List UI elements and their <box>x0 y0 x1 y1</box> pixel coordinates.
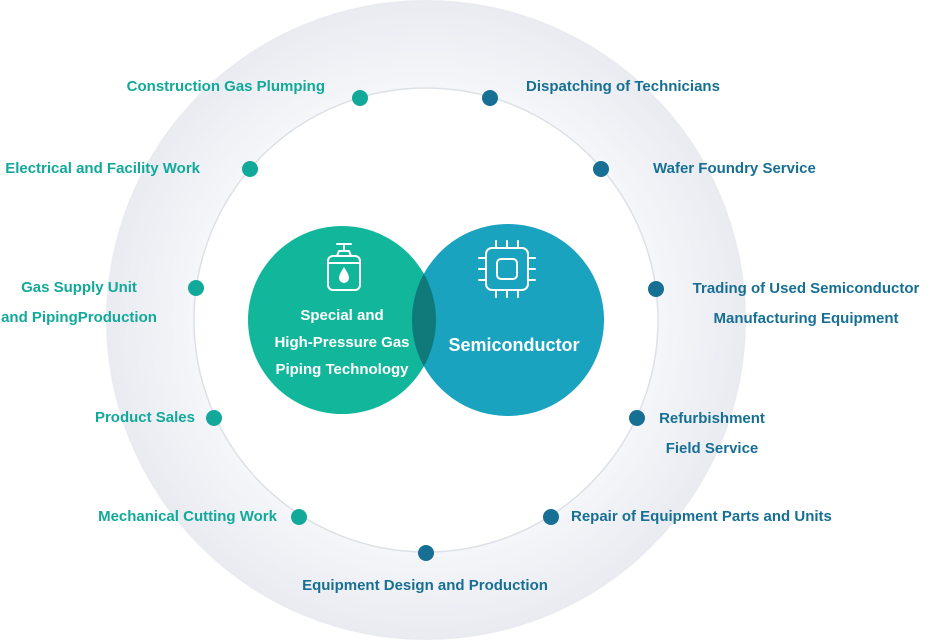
dot-dispatching <box>482 90 498 106</box>
dot-gas-supply <box>188 280 204 296</box>
label-construction-gas: Construction Gas Plumping <box>126 78 325 95</box>
dot-equipment-design <box>418 545 434 561</box>
label-product-sales: Product Sales <box>94 409 195 426</box>
label-trading-used-line-2: Manufacturing Equipment <box>713 310 899 327</box>
semiconductor-circle <box>412 224 604 416</box>
dot-refurbishment <box>629 410 645 426</box>
label-refurbishment-line-2: Field Service <box>665 440 759 457</box>
gas-piping-line-1: Special and <box>300 307 384 324</box>
chip-icon <box>478 240 536 298</box>
dot-product-sales <box>206 410 222 426</box>
label-trading-used: Trading of Used Semiconductor Manufactur… <box>684 274 928 334</box>
semiconductor-label: Semiconductor <box>448 335 580 355</box>
gas-cylinder-icon <box>327 243 361 291</box>
label-electrical: Electrical and Facility Work <box>5 160 200 177</box>
label-dispatching: Dispatching of Technicians <box>526 78 720 95</box>
dot-mechanical-cutting <box>291 509 307 525</box>
label-trading-used-line-1: Trading of Used Semiconductor <box>692 280 920 297</box>
label-refurbishment-line-1: Refurbishment <box>659 410 765 427</box>
label-equipment-design: Equipment Design and Production <box>302 577 548 594</box>
label-gas-supply-line-2: and PipingProduction <box>1 309 157 326</box>
gas-piping-line-3: Piping Technology <box>275 361 409 378</box>
dot-construction-gas <box>352 90 368 106</box>
gas-piping-circle <box>248 226 436 414</box>
gas-piping-label: Special and High-Pressure Gas Piping Tec… <box>252 302 432 383</box>
dot-trading-used <box>648 281 664 297</box>
dot-wafer-foundry <box>593 161 609 177</box>
label-refurbishment: Refurbishment Field Service <box>656 404 768 464</box>
label-mechanical-cutting: Mechanical Cutting Work <box>98 508 277 525</box>
gas-piping-line-2: High-Pressure Gas <box>274 334 410 351</box>
label-wafer-foundry: Wafer Foundry Service <box>653 160 816 177</box>
label-gas-supply-line-1: Gas Supply Unit <box>21 279 137 296</box>
dot-repair <box>543 509 559 525</box>
label-repair: Repair of Equipment Parts and Units <box>571 508 832 525</box>
label-gas-supply: Gas Supply Unit and PipingProduction <box>0 273 158 333</box>
dot-electrical <box>242 161 258 177</box>
